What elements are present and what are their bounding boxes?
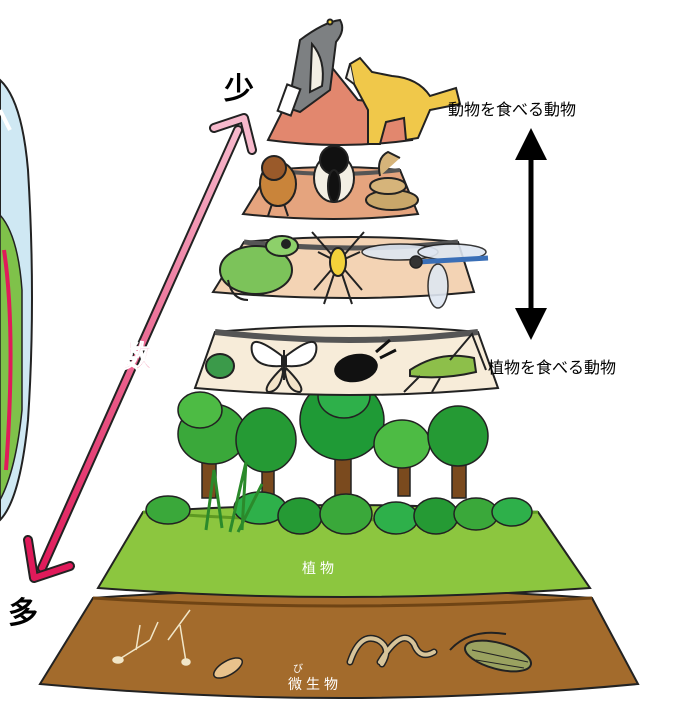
snake-icon [366, 152, 418, 210]
tier-apex [268, 20, 460, 146]
left-edge-illustration [0, 80, 32, 520]
carnivore-label: 動物を食べる動物 [448, 96, 576, 120]
tier-birds [243, 146, 418, 219]
tier-small-predators [213, 232, 488, 308]
many-label: 多 [8, 588, 38, 632]
plants-label: 植物 [302, 558, 338, 578]
beetle-icon [206, 354, 234, 378]
microbes-ruby: び [293, 660, 303, 675]
herbivore-label: 植物を食べる動物 [488, 354, 616, 378]
microbes-label: 微生物 [288, 674, 342, 694]
tit-icon [314, 146, 354, 202]
number-label: 数 [122, 332, 152, 376]
few-label: 少 [224, 64, 254, 108]
tier-herbivores [195, 326, 498, 395]
trophic-arrow [515, 128, 547, 340]
